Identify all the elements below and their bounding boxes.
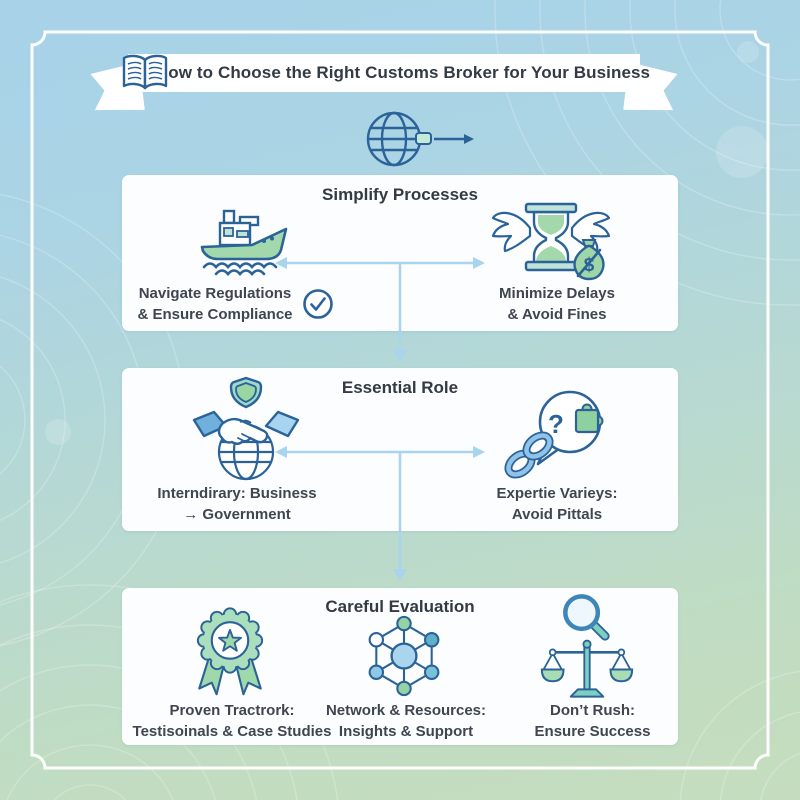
item-label: Interndirary: Business → Government — [157, 485, 317, 523]
item-label: Expertie Varieys: Avoid Pittals — [496, 485, 618, 523]
network-nodes-icon — [362, 612, 446, 700]
card-careful-evaluation: Careful Evaluation — [122, 588, 678, 745]
card-heading: Essential Role — [341, 378, 459, 397]
title-banner: How to Choose the Right Customs Broker f… — [128, 54, 650, 92]
dollar-sign: $ — [584, 255, 595, 276]
magnifier-scales-icon — [540, 590, 634, 702]
card-essential-role: Essential Role ? — [122, 368, 678, 531]
card-simplify-processes: Simplify Processes $ — [122, 175, 678, 331]
item-label: Minimize Delays & Avoid Fines — [499, 285, 615, 323]
check-circle-icon — [302, 288, 334, 320]
card-heading: Careful Evaluation — [325, 597, 475, 616]
globe-arrow-icon — [358, 106, 478, 172]
question-mark: ? — [548, 409, 564, 439]
award-ribbon-icon — [186, 604, 274, 700]
open-book-icon — [118, 52, 172, 96]
chain-question-puzzle-icon: ? — [496, 386, 614, 484]
cargo-ship-icon — [196, 201, 292, 281]
handshake-shield-globe-icon — [192, 376, 300, 486]
winged-hourglass-money-bag-icon: $ — [490, 196, 612, 284]
item-label: Don’t Rush: Ensure Success — [534, 702, 651, 740]
item-label: Network & Resources: Insights & Support — [325, 702, 487, 740]
item-label: Proven Tractrork: Testisoinals & Case St… — [132, 702, 332, 740]
page-title: How to Choose the Right Customs Broker f… — [155, 63, 651, 82]
card-heading: Simplify Processes — [322, 185, 478, 204]
item-label: Navigate Regulations & Ensure Compliance — [137, 285, 293, 323]
